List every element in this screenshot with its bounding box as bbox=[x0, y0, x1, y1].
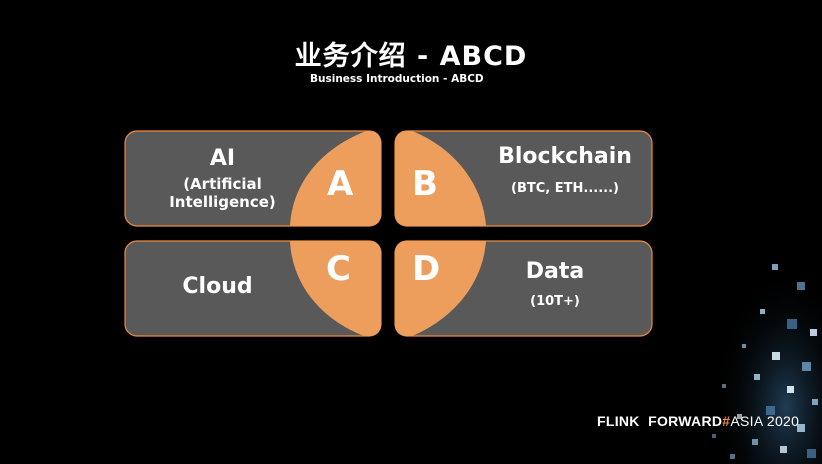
card-b-text: Blockchain (BTC, ETH......) bbox=[485, 143, 645, 197]
footer-event: ASIA 2020 bbox=[730, 413, 800, 429]
slide-title: 业务介绍 - ABCD bbox=[294, 41, 528, 72]
card-c-letter: C bbox=[326, 249, 351, 289]
card-d-lens bbox=[395, 241, 486, 336]
card-b-letter: B bbox=[412, 164, 438, 204]
card-d-letter: D bbox=[412, 249, 441, 289]
tech-particles-decoration bbox=[702, 234, 822, 464]
footer-brand: FLINK FORWARD bbox=[597, 413, 723, 429]
card-c bbox=[124, 240, 382, 337]
card-b-label: Blockchain bbox=[498, 144, 632, 169]
card-b-lens bbox=[395, 131, 486, 226]
card-c-label: Cloud bbox=[182, 274, 253, 299]
card-a-lens bbox=[290, 131, 381, 226]
event-footer: FLINK FORWARD#ASIA 2020 bbox=[597, 413, 799, 429]
card-d-detail: (10T+) bbox=[530, 293, 580, 309]
card-c-text: Cloud bbox=[150, 273, 285, 301]
slide-subtitle: Business Introduction - ABCD bbox=[310, 73, 484, 85]
card-c-lens bbox=[290, 241, 381, 336]
card-b bbox=[394, 130, 653, 227]
card-d bbox=[394, 240, 653, 337]
card-a-text: AI (Artificial Intelligence) bbox=[150, 145, 295, 212]
card-b-detail: (BTC, ETH......) bbox=[511, 180, 619, 196]
footer-hash: # bbox=[722, 413, 731, 429]
card-a bbox=[124, 130, 382, 227]
card-a-detail: (Artificial Intelligence) bbox=[169, 174, 276, 212]
card-a-label: AI bbox=[209, 146, 236, 171]
card-d-text: Data (10T+) bbox=[490, 258, 620, 310]
card-a-letter: A bbox=[327, 164, 354, 204]
card-d-label: Data bbox=[525, 259, 585, 284]
